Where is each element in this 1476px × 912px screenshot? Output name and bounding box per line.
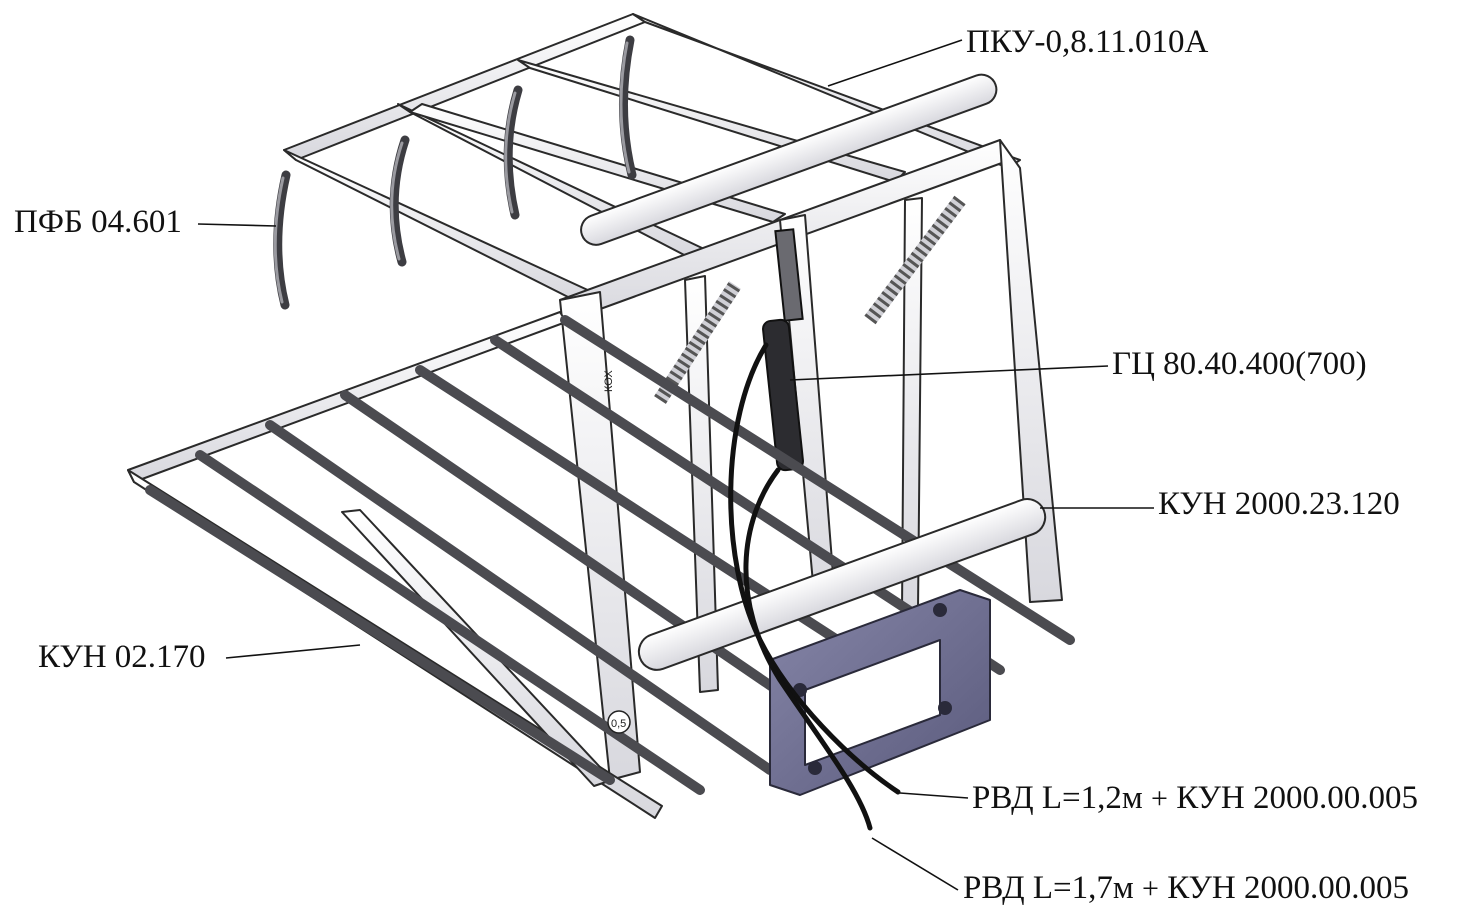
bottom-tube (637, 498, 1047, 671)
rvd-1-part: КУН 2000.00.005 (1176, 780, 1418, 816)
hydraulic-hoses (728, 342, 901, 831)
label-rvd-1: РВД L=1,2м + КУН 2000.00.005 (972, 782, 1418, 815)
label-kun-02: КУН 02.170 (38, 639, 206, 675)
rvd-1-hose: РВД L=1,2м (972, 780, 1143, 816)
springs (654, 195, 966, 404)
hydraulic-cylinder (762, 228, 804, 472)
label-pfb: ПФБ 04.601 (14, 204, 182, 240)
upper-grab-front-tube (580, 73, 998, 246)
rvd-2-hose: РВД L=1,7м (963, 870, 1134, 906)
label-pku: ПКУ-0,8.11.010А (966, 24, 1209, 60)
side-uprights (559, 139, 1063, 781)
leader-gc (789, 365, 1109, 381)
rvd-2-plus: + (1142, 872, 1159, 905)
label-kun-2000-23: КУН 2000.23.120 (1158, 486, 1400, 522)
leader-kun02 (225, 644, 361, 659)
rvd-2-part: КУН 2000.00.005 (1167, 870, 1409, 906)
upper-grab-tine-highlights (273, 41, 631, 304)
circle-mark-text: 0,5 (611, 718, 626, 730)
leader-pku (827, 39, 963, 87)
leader-rvd1 (899, 792, 969, 799)
leader-rvd2 (871, 837, 959, 891)
upper-grab-tines (273, 35, 637, 310)
side-mark-text: КОХ (603, 370, 615, 392)
label-rvd-2: РВД L=1,7м + КУН 2000.00.005 (963, 872, 1409, 905)
part-mark-side: КОХ (603, 370, 615, 392)
part-mark-circle: 0,5 (607, 710, 631, 734)
leader-lines (197, 39, 1154, 891)
leader-pfb (197, 223, 277, 227)
label-cylinder: ГЦ 80.40.400(700) (1112, 346, 1367, 382)
rvd-1-plus: + (1151, 782, 1168, 815)
